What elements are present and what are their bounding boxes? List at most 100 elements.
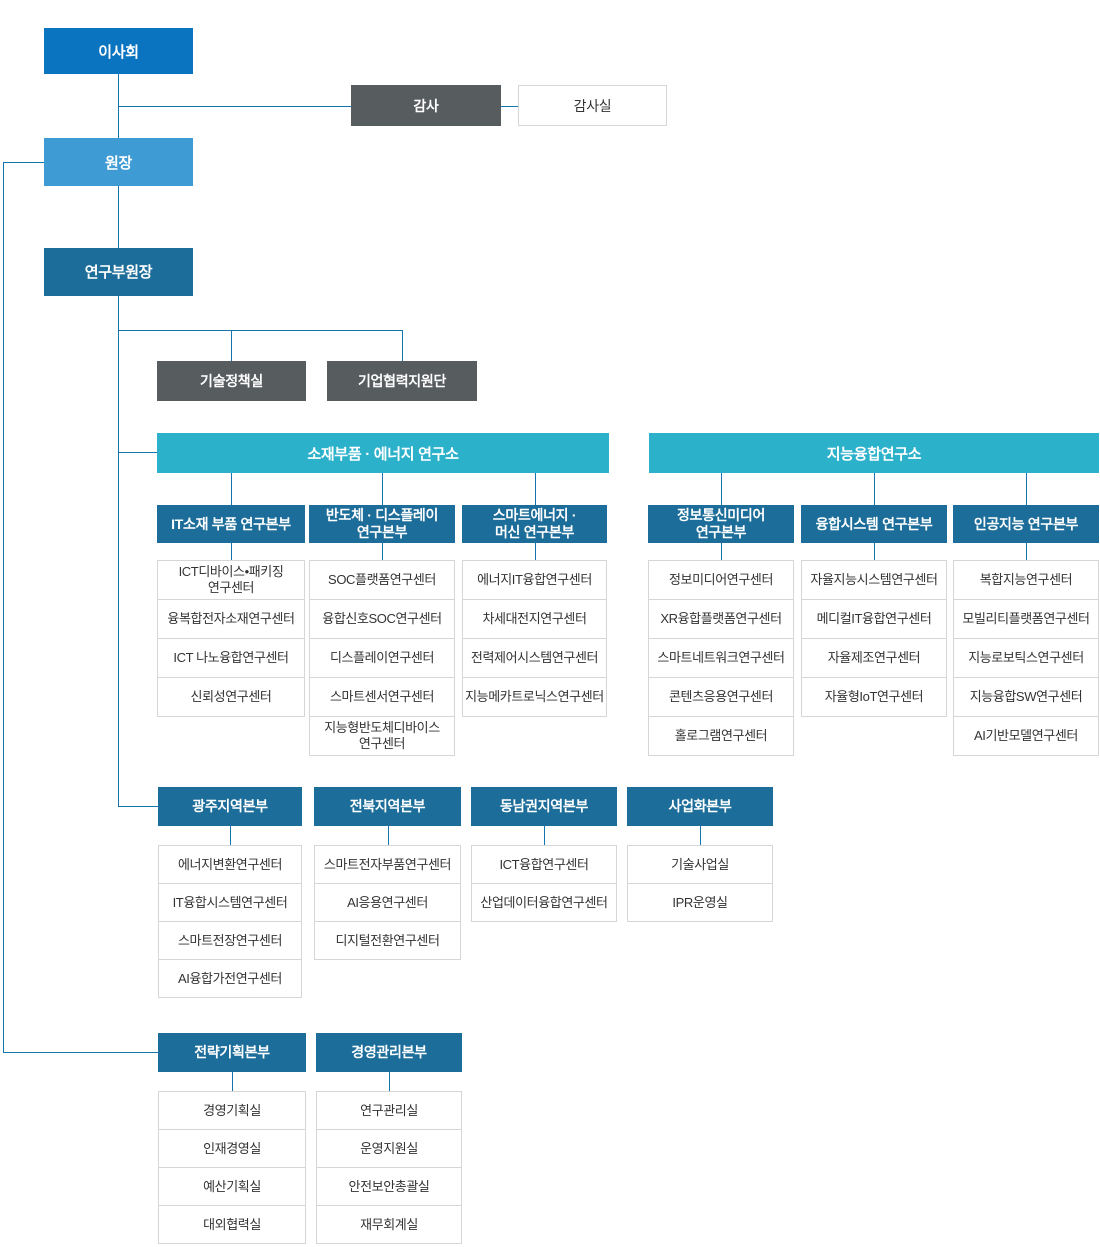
connector-line bbox=[118, 186, 119, 248]
admin-header: 전략기획본부 bbox=[158, 1033, 306, 1072]
regional-center-box: AI응용연구센터 bbox=[314, 883, 461, 922]
division-center-box: 지능메카트로닉스연구센터 bbox=[462, 677, 607, 717]
division-center-box: 융합신호SOC연구센터 bbox=[309, 599, 455, 639]
regional-header: 광주지역본부 bbox=[158, 787, 302, 826]
institute-materials-energy-header: 소재부품 · 에너지 연구소 bbox=[157, 433, 609, 473]
admin-header: 경영관리본부 bbox=[316, 1033, 462, 1072]
admin-center-box: 경영기획실 bbox=[158, 1091, 306, 1130]
division-center-box: 복합지능연구센터 bbox=[953, 560, 1099, 600]
auditor-box: 감사 bbox=[351, 85, 501, 126]
connector-line bbox=[231, 473, 232, 505]
regional-center-box: IT융합시스템연구센터 bbox=[158, 883, 302, 922]
regional-center-box: 산업데이터융합연구센터 bbox=[471, 883, 617, 922]
division-header: 정보통신미디어 연구본부 bbox=[648, 505, 794, 543]
connector-line bbox=[721, 473, 722, 505]
connector-line bbox=[118, 296, 119, 806]
vice-president-box: 연구부원장 bbox=[44, 248, 193, 296]
division-center-box: 지능형반도체디바이스 연구센터 bbox=[309, 716, 455, 756]
connector-line bbox=[721, 543, 722, 560]
connector-line bbox=[501, 106, 518, 107]
regional-center-box: 스마트전장연구센터 bbox=[158, 921, 302, 960]
connector-line bbox=[874, 543, 875, 560]
board-box: 이사회 bbox=[44, 28, 193, 74]
regional-center-box: 에너지변환연구센터 bbox=[158, 845, 302, 884]
admin-center-box: 연구관리실 bbox=[316, 1091, 462, 1130]
admin-center-box: 재무회계실 bbox=[316, 1205, 462, 1244]
connector-line bbox=[231, 330, 232, 361]
regional-header: 사업화본부 bbox=[627, 787, 773, 826]
division-center-box: 자율제조연구센터 bbox=[801, 638, 947, 678]
division-center-box: 콘텐츠응용연구센터 bbox=[648, 677, 794, 717]
regional-center-box: 기술사업실 bbox=[627, 845, 773, 884]
connector-line bbox=[535, 543, 536, 560]
admin-center-box: 인재경영실 bbox=[158, 1129, 306, 1168]
division-center-box: ICT 나노융합연구센터 bbox=[157, 638, 305, 678]
connector-line bbox=[118, 106, 351, 107]
admin-center-box: 운영지원실 bbox=[316, 1129, 462, 1168]
connector-line bbox=[230, 826, 231, 845]
division-center-box: 자율형IoT연구센터 bbox=[801, 677, 947, 717]
division-center-box: 전력제어시스템연구센터 bbox=[462, 638, 607, 678]
institute-intelligent-convergence-header: 지능융합연구소 bbox=[649, 433, 1099, 473]
regional-center-box: ICT융합연구센터 bbox=[471, 845, 617, 884]
connector-line bbox=[389, 1072, 390, 1091]
connector-line bbox=[402, 330, 403, 361]
division-center-box: 융복합전자소재연구센터 bbox=[157, 599, 305, 639]
connector-line bbox=[544, 826, 545, 845]
connector-line bbox=[118, 806, 158, 807]
division-header: 반도체 · 디스플레이 연구본부 bbox=[309, 505, 455, 543]
division-center-box: 차세대전지연구센터 bbox=[462, 599, 607, 639]
connector-line bbox=[388, 826, 389, 845]
connector-line bbox=[1026, 473, 1027, 505]
connector-line bbox=[118, 330, 402, 331]
division-center-box: 에너지IT융합연구센터 bbox=[462, 560, 607, 600]
division-center-box: 지능융합SW연구센터 bbox=[953, 677, 1099, 717]
admin-center-box: 안전보안총괄실 bbox=[316, 1167, 462, 1206]
division-center-box: 지능로보틱스연구센터 bbox=[953, 638, 1099, 678]
division-center-box: 메디컬IT융합연구센터 bbox=[801, 599, 947, 639]
division-center-box: ICT디바이스•패키징 연구센터 bbox=[157, 560, 305, 600]
division-center-box: 디스플레이연구센터 bbox=[309, 638, 455, 678]
division-center-box: XR융합플랫폼연구센터 bbox=[648, 599, 794, 639]
division-center-box: 모빌리티플랫폼연구센터 bbox=[953, 599, 1099, 639]
regional-center-box: 디지털전환연구센터 bbox=[314, 921, 461, 960]
division-center-box: 스마트센서연구센터 bbox=[309, 677, 455, 717]
division-header: IT소재 부품 연구본부 bbox=[157, 505, 305, 543]
division-center-box: AI기반모델연구센터 bbox=[953, 716, 1099, 756]
division-header: 스마트에너지 · 머신 연구본부 bbox=[462, 505, 607, 543]
admin-center-box: 예산기획실 bbox=[158, 1167, 306, 1206]
connector-line bbox=[3, 162, 44, 163]
president-box: 원장 bbox=[44, 138, 193, 186]
division-header: 융합시스템 연구본부 bbox=[801, 505, 947, 543]
connector-line bbox=[382, 543, 383, 560]
division-center-box: 자율지능시스템연구센터 bbox=[801, 560, 947, 600]
admin-center-box: 대외협력실 bbox=[158, 1205, 306, 1244]
division-center-box: 신뢰성연구센터 bbox=[157, 677, 305, 717]
connector-line bbox=[535, 473, 536, 505]
connector-line bbox=[3, 1052, 158, 1053]
regional-header: 전북지역본부 bbox=[314, 787, 461, 826]
division-center-box: 정보미디어연구센터 bbox=[648, 560, 794, 600]
corp-cooperation-support-box: 기업협력지원단 bbox=[327, 361, 477, 401]
regional-header: 동남권지역본부 bbox=[471, 787, 617, 826]
division-center-box: 홀로그램연구센터 bbox=[648, 716, 794, 756]
connector-line bbox=[231, 543, 232, 560]
connector-line bbox=[118, 452, 157, 453]
regional-center-box: IPR운영실 bbox=[627, 883, 773, 922]
connector-line bbox=[382, 473, 383, 505]
tech-policy-office-box: 기술정책실 bbox=[157, 361, 306, 401]
connector-line bbox=[1026, 543, 1027, 560]
audit-office-box: 감사실 bbox=[518, 85, 667, 126]
connector-line bbox=[700, 826, 701, 845]
